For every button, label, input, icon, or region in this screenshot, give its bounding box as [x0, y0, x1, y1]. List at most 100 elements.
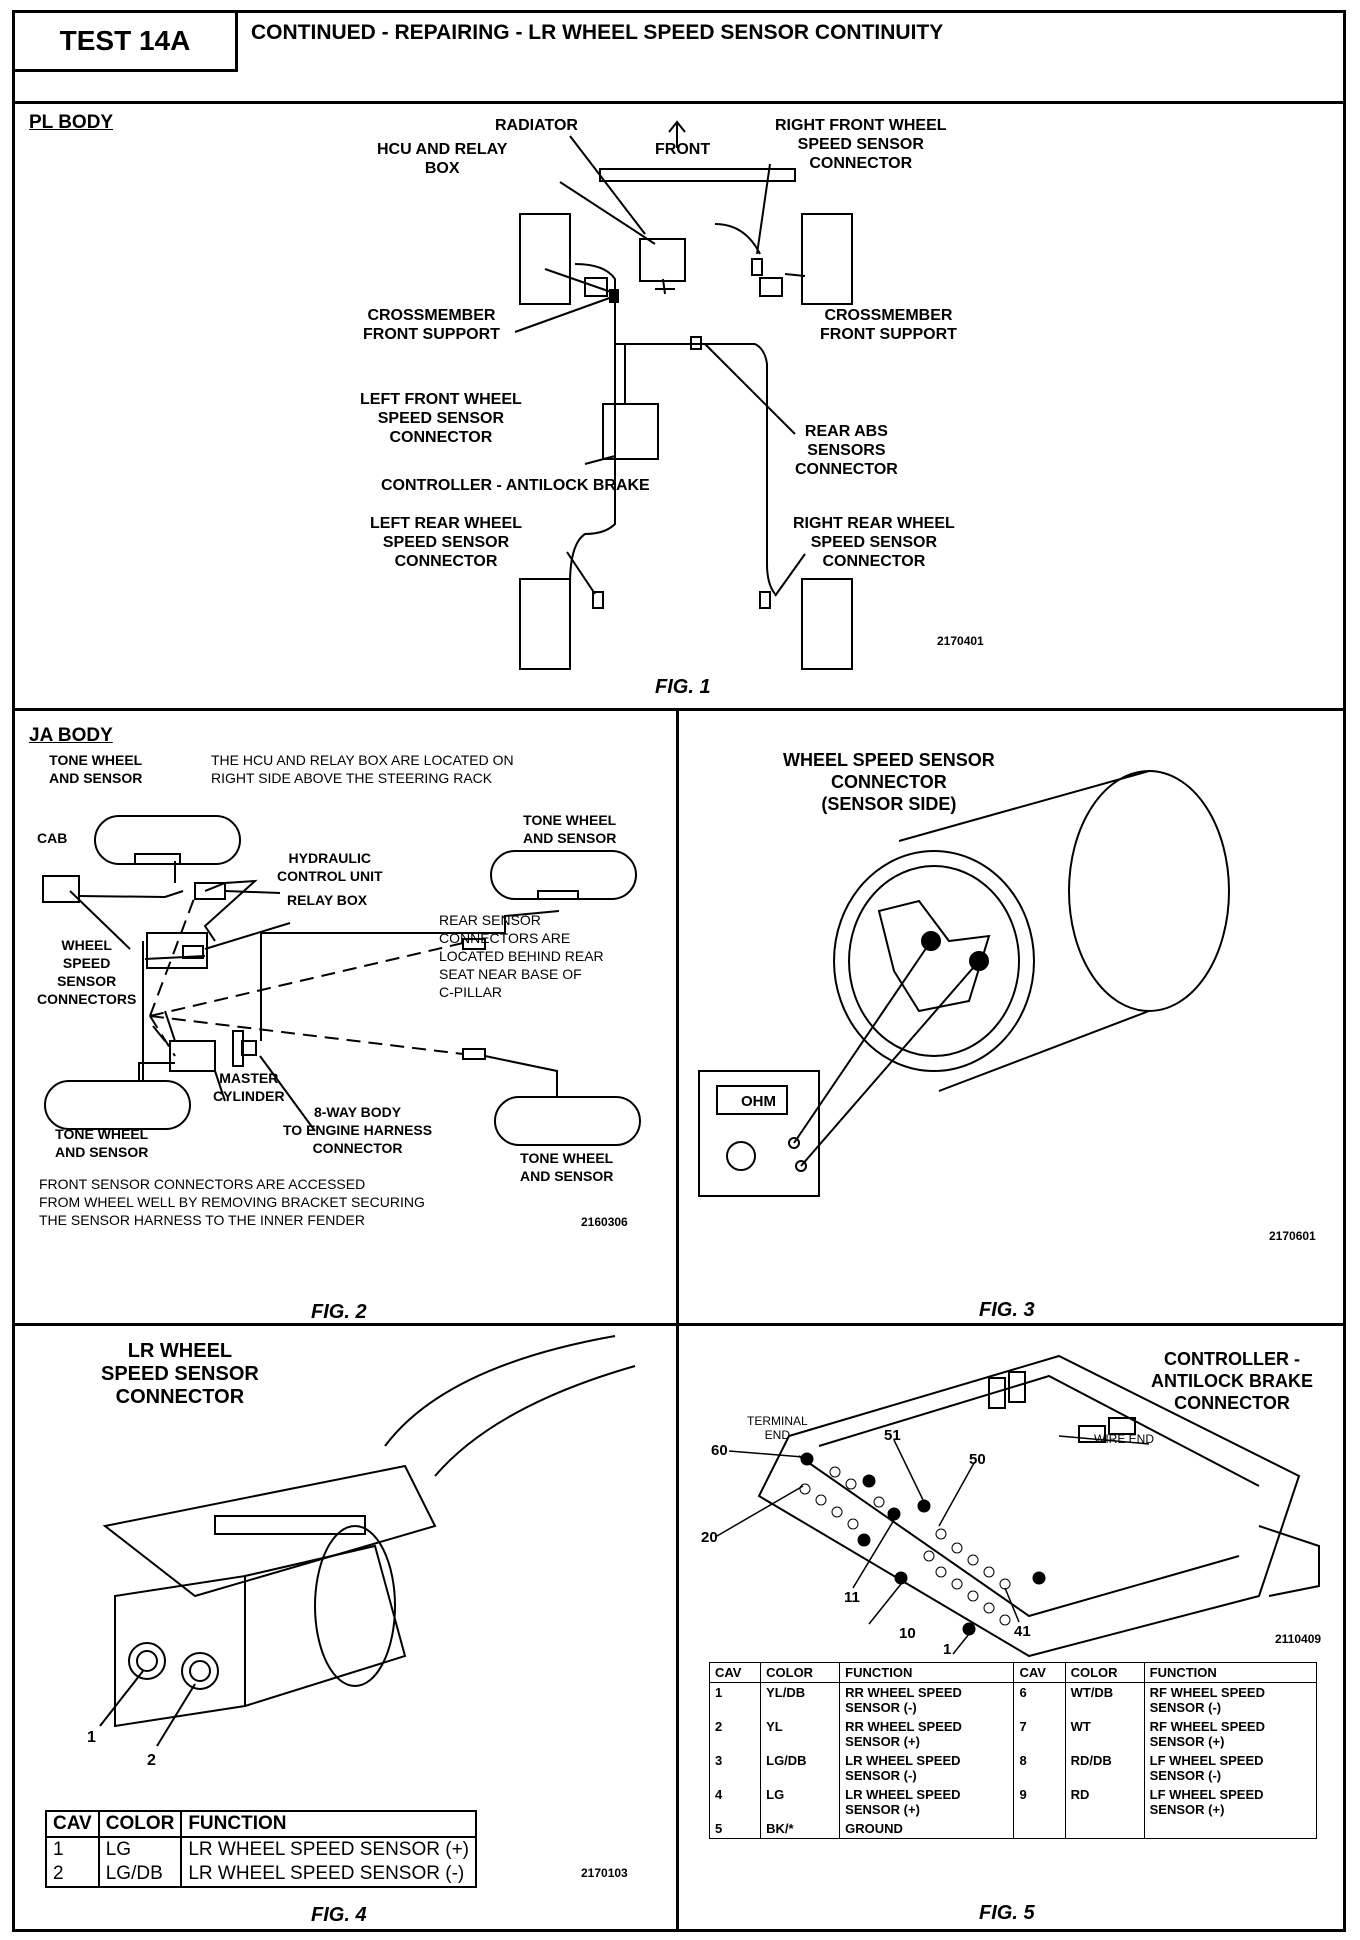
pin41-label: 41 [1014, 1623, 1031, 1640]
pin20-label: 20 [701, 1529, 718, 1546]
fig5-caption: FIG. 5 [979, 1902, 1035, 1924]
fig3-panel: WHEEL SPEED SENSOR CONNECTOR (SENSOR SID… [679, 711, 1343, 1326]
table-cell: 8 [1013, 1751, 1066, 1785]
ja-body-label: JA BODY [29, 725, 113, 746]
hcu-location-note: THE HCU AND RELAY BOX ARE LOCATED ON RIG… [211, 752, 514, 786]
pin1-label: 1 [943, 1641, 952, 1658]
pin11-label: 11 [844, 1589, 860, 1606]
table-row: 3 LG/DB LR WHEEL SPEED SENSOR (-) 8 RD/D… [708, 1751, 1318, 1785]
table-cell: LG [97, 1837, 183, 1862]
table-cell: 5 [708, 1819, 762, 1839]
crossmember-right-label: CROSSMEMBER FRONT SUPPORT [820, 307, 957, 343]
table-cell: RR WHEEL SPEED SENSOR (+) [839, 1717, 1015, 1751]
table-cell: RD/DB [1064, 1751, 1145, 1785]
table-cell: LR WHEEL SPEED SENSOR (+) [839, 1785, 1015, 1819]
cav-header: CAV [708, 1662, 762, 1683]
table-cell: RF WHEEL SPEED SENSOR (-) [1143, 1682, 1318, 1717]
hcu-relay-label: HCU AND RELAY BOX [377, 141, 508, 177]
color-header: COLOR [1064, 1662, 1145, 1683]
rear-abs-label: REAR ABS SENSORS CONNECTOR [795, 423, 898, 478]
table-cell: 4 [708, 1785, 762, 1819]
controller-pinout-table: CAV COLOR FUNCTION CAV COLOR FUNCTION 1 … [708, 1662, 1318, 1839]
cab-label: CAB [37, 830, 68, 846]
rf-connector-label: RIGHT FRONT WHEEL SPEED SENSOR CONNECTOR [775, 117, 947, 172]
table-cell: RF WHEEL SPEED SENSOR (+) [1143, 1717, 1318, 1751]
table-cell: RR WHEEL SPEED SENSOR (-) [839, 1682, 1015, 1717]
eight-way-connector-label: 8-WAY BODY TO ENGINE HARNESS CONNECTOR [283, 1104, 433, 1156]
table-cell: BK/* [760, 1819, 841, 1839]
rear-sensor-note: REAR SENSOR CONNECTORS ARE LOCATED BEHIN… [439, 912, 604, 1000]
table-cell: 7 [1013, 1717, 1066, 1751]
fig3-caption: FIG. 3 [979, 1299, 1035, 1321]
pin2-label: 2 [147, 1752, 156, 1769]
pin1-label: 1 [87, 1729, 96, 1746]
lr-connector-label: LEFT REAR WHEEL SPEED SENSOR CONNECTOR [370, 515, 522, 570]
fig3-title: WHEEL SPEED SENSOR CONNECTOR (SENSOR SID… [783, 750, 995, 814]
table-cell: 2 [708, 1717, 762, 1751]
service-manual-page: TEST 14A CONTINUED - REPAIRING - LR WHEE… [12, 10, 1346, 1932]
page-title: CONTINUED - REPAIRING - LR WHEEL SPEED S… [251, 21, 944, 44]
wire-end-label: WIRE END [1094, 1432, 1154, 1446]
ja-body-diagram [42, 815, 641, 1146]
test-number: TEST 14A [15, 13, 238, 72]
fig5-code: 2110409 [1275, 1632, 1322, 1646]
table-row: 2 YL RR WHEEL SPEED SENSOR (+) 7 WT RF W… [708, 1717, 1318, 1751]
fig1-code: 2170401 [937, 634, 984, 648]
sensor-connector-drawing [698, 770, 1230, 1197]
table-cell: GROUND [839, 1819, 1015, 1839]
table-row: 4 LG LR WHEEL SPEED SENSOR (+) 9 RD LF W… [708, 1785, 1318, 1819]
table-cell: 6 [1013, 1682, 1066, 1717]
table-cell: LG [760, 1785, 841, 1819]
terminal-end-label: TERMINAL END [747, 1414, 808, 1442]
table-cell: LR WHEEL SPEED SENSOR (-) [180, 1862, 477, 1888]
tone-wheel-tr-label: TONE WHEEL AND SENSOR [523, 812, 617, 846]
table-cell: WT [1064, 1717, 1145, 1751]
pl-body-label: PL BODY [29, 112, 114, 133]
master-cylinder-label: MASTER CYLINDER [213, 1070, 285, 1104]
table-cell: LR WHEEL SPEED SENSOR (+) [180, 1837, 477, 1862]
front-sensor-note: FRONT SENSOR CONNECTORS ARE ACCESSED FRO… [39, 1176, 425, 1228]
fig2-panel: JA BODY TONE WHEEL AND SENSOR THE HCU AN… [15, 711, 679, 1326]
function-header: FUNCTION [839, 1662, 1015, 1683]
table-cell: WT/DB [1064, 1682, 1145, 1717]
pl-body-chassis-diagram [514, 120, 853, 670]
tone-wheel-br-label: TONE WHEEL AND SENSOR [520, 1150, 614, 1184]
fig4-code: 2170103 [581, 1866, 628, 1880]
lr-sensor-pinout-table: CAV COLOR FUNCTION 1 LG LR WHEEL SPEED S… [45, 1810, 477, 1888]
cav-header: CAV [1013, 1662, 1066, 1683]
table-cell [1013, 1819, 1066, 1839]
tone-wheel-bl-label: TONE WHEEL AND SENSOR [55, 1126, 149, 1160]
table-cell: 2 [45, 1862, 100, 1888]
table-cell: LF WHEEL SPEED SENSOR (-) [1143, 1751, 1318, 1785]
lf-connector-label: LEFT FRONT WHEEL SPEED SENSOR CONNECTOR [360, 391, 522, 446]
pin50-label: 50 [969, 1451, 986, 1468]
table-cell: RD [1064, 1785, 1145, 1819]
tone-wheel-tl-label: TONE WHEEL AND SENSOR [49, 752, 143, 786]
cav-header: CAV [45, 1810, 100, 1838]
color-header: COLOR [760, 1662, 841, 1683]
function-header: FUNCTION [180, 1810, 477, 1838]
table-cell: LR WHEEL SPEED SENSOR (-) [839, 1751, 1015, 1785]
fig5-title: CONTROLLER - ANTILOCK BRAKE CONNECTOR [1151, 1349, 1313, 1413]
pin51-label: 51 [884, 1427, 901, 1444]
controller-connector-drawing [716, 1354, 1320, 1658]
table-cell: LG/DB [97, 1862, 183, 1888]
table-row: 5 BK/* GROUND [708, 1819, 1318, 1839]
table-cell: 1 [708, 1682, 762, 1717]
table-cell [1064, 1819, 1145, 1839]
page-header: TEST 14A CONTINUED - REPAIRING - LR WHEE… [15, 13, 1343, 104]
function-header: FUNCTION [1143, 1662, 1318, 1683]
fig2-caption: FIG. 2 [311, 1301, 367, 1323]
table-cell: LF WHEEL SPEED SENSOR (+) [1143, 1785, 1318, 1819]
controller-label: CONTROLLER - ANTILOCK BRAKE [381, 477, 650, 494]
pin10-label: 10 [899, 1625, 916, 1642]
pin60-label: 60 [711, 1442, 728, 1459]
table-cell: LG/DB [760, 1751, 841, 1785]
fig1-panel: PL BODY RADIATOR FRONT RIGHT FRONT WHEEL… [15, 104, 1343, 711]
crossmember-left-label: CROSSMEMBER FRONT SUPPORT [363, 307, 500, 343]
table-cell: 9 [1013, 1785, 1066, 1819]
relay-box-label: RELAY BOX [287, 892, 368, 908]
fig4-panel: LR WHEEL SPEED SENSOR CONNECTOR 1 2 CAV … [15, 1326, 679, 1929]
table-row: 1 YL/DB RR WHEEL SPEED SENSOR (-) 6 WT/D… [708, 1682, 1318, 1717]
hcu-label: HYDRAULIC CONTROL UNIT [277, 850, 383, 884]
